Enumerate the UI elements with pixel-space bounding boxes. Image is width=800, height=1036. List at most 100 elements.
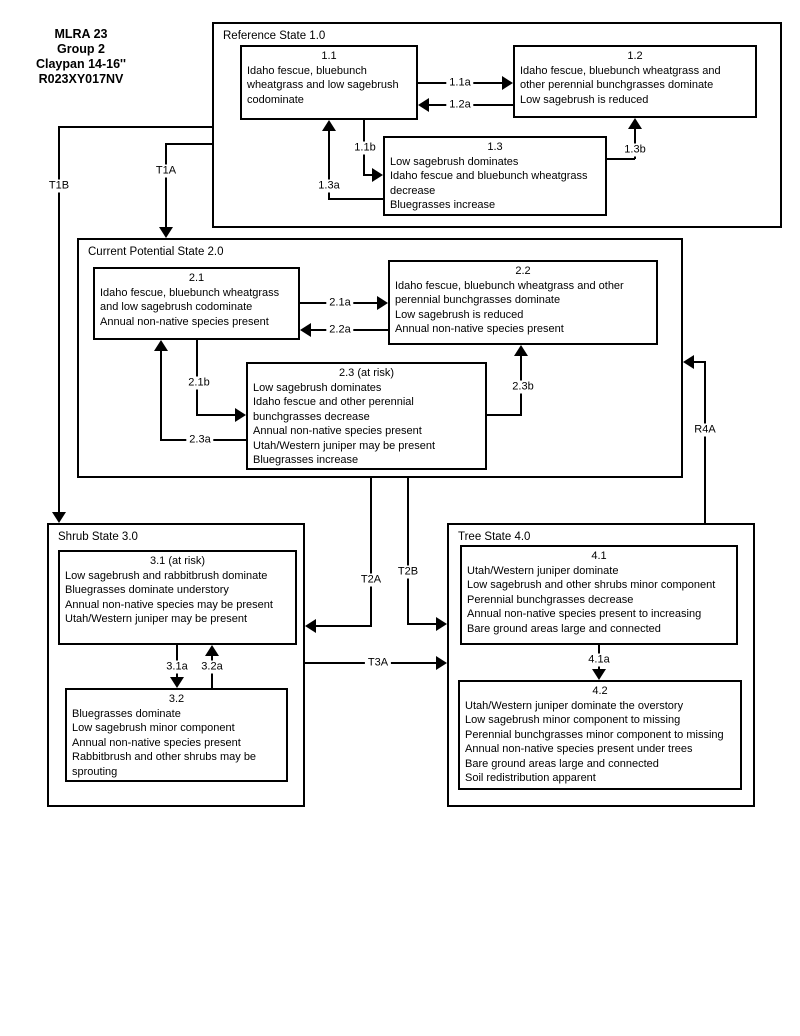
text-line: Low sagebrush dominates: [390, 155, 519, 168]
text-line: R023XY017NV: [38, 72, 124, 86]
community-text-2-2: Idaho fescue, bluebunch wheatgrass and o…: [395, 279, 651, 337]
text-line: wheatgrass and low sagebrush: [247, 79, 399, 91]
pathway-1-1b-arrowhead: [372, 168, 383, 182]
community-text-1-1: Idaho fescue, bluebunch wheatgrass and lo…: [247, 64, 411, 108]
text-line: Low sagebrush dominates: [253, 381, 382, 394]
text-line: Idaho fescue, bluebunch wheatgrass: [100, 286, 280, 299]
text-line: MLRA 23: [54, 27, 108, 41]
text-line: Annual non-native species present: [253, 425, 422, 437]
transition-t1b-arrowhead: [52, 512, 66, 523]
text-line: other perennial bunchgrasses dominate: [520, 79, 714, 91]
pathway-2-3a-arrowhead: [154, 340, 168, 351]
text-line: decrease: [390, 184, 436, 197]
pathway-2-3b-arrowhead: [514, 345, 528, 356]
text-line: Soil redistribution apparent: [465, 772, 596, 784]
text-line: Low sagebrush minor component to missing: [465, 714, 681, 726]
text-line: Rabbitbrush and other shrubs may be: [72, 751, 257, 763]
text-line: Annual non-native species present: [72, 736, 241, 749]
community-id-2-1: 2.1: [188, 272, 205, 284]
transition-t1a-line-v: [165, 143, 167, 227]
transition-t2b-label: T2B: [394, 565, 422, 579]
pathway-2-3a-line-v: [160, 350, 162, 440]
text-line: Idaho fescue, bluebunch: [247, 64, 367, 77]
text-line: Bluegrasses increase: [253, 454, 359, 466]
community-text-4-2: Utah/Western juniper dominate the overst…: [465, 699, 735, 786]
text-line: Group 2: [57, 42, 105, 56]
text-line: Idaho fescue and other perennial: [253, 396, 414, 408]
transition-t2a-line-h: [314, 625, 371, 627]
pathway-3-1a-label: 3.1a: [163, 660, 191, 674]
community-box-4-2: 4.2 Utah/Western juniper dominate the ov…: [458, 680, 742, 790]
community-id-4-1: 4.1: [591, 550, 607, 562]
community-box-2-2: 2.2 Idaho fescue, bluebunch wheatgrass a…: [388, 260, 658, 345]
pathway-4-1a-label: 4.1a: [585, 653, 613, 667]
pathway-2-1a-arrowhead: [377, 296, 388, 310]
state-title-tree-4-0: Tree State 4.0: [458, 531, 531, 543]
pathway-1-3a-line-v: [328, 130, 330, 199]
restoration-r4a-line-h: [692, 361, 705, 363]
text-line: Idaho fescue, bluebunch wheatgrass and: [520, 64, 721, 77]
text-line: Utah/Western juniper dominate: [467, 564, 619, 577]
pathway-1-2a-label: 1.2a: [446, 98, 474, 112]
transition-t2b-line-v: [407, 478, 409, 625]
community-text-1-2: Idaho fescue, bluebunch wheatgrass and ot…: [520, 64, 750, 108]
pathway-2-3b-label: 2.3b: [509, 380, 537, 394]
text-line: Claypan 14-16'': [35, 57, 126, 71]
text-line: Annual non-native species present under …: [465, 743, 693, 755]
pathway-1-3b-arrowhead: [628, 118, 642, 129]
transition-t2a-label: T2A: [357, 573, 385, 587]
transition-t1b-label: T1B: [45, 179, 73, 193]
transition-t3a-arrowhead: [436, 656, 447, 670]
text-line: Utah/Western juniper dominate the overst…: [465, 699, 684, 712]
pathway-3-2a-label: 3.2a: [198, 660, 226, 674]
pathway-2-1b-arrowhead: [235, 408, 246, 422]
restoration-r4a-arrowhead: [683, 355, 694, 369]
pathway-1-1a-arrowhead: [502, 76, 513, 90]
pathway-1-3a-label: 1.3a: [315, 179, 343, 193]
text-line: Annual non-native species may be present: [65, 598, 273, 611]
community-id-1-2: 1.2: [627, 50, 643, 62]
text-line: Utah/Western juniper may be present: [65, 613, 247, 625]
text-line: Low sagebrush minor component: [72, 722, 235, 734]
text-line: Annual non-native species present: [395, 323, 564, 335]
text-line: Idaho fescue and bluebunch wheatgrass: [390, 170, 588, 182]
text-line: sprouting: [72, 765, 118, 778]
pathway-2-3b-line-h: [487, 414, 521, 416]
text-line: bunchgrasses decrease: [253, 410, 370, 423]
pathway-2-1b-line-h: [196, 414, 235, 416]
pathway-1-3a-arrowhead: [322, 120, 336, 131]
transition-t1a-arrowhead: [159, 227, 173, 238]
text-line: Perennial bunchgrasses minor component t…: [465, 728, 724, 741]
state-title-reference-1-0: Reference State 1.0: [223, 30, 326, 42]
pathway-1-1a-label: 1.1a: [446, 76, 474, 90]
restoration-r4a-line-v: [704, 361, 706, 523]
pathway-1-3b-line-h: [607, 158, 635, 160]
pathway-2-1b-label: 2.1b: [185, 376, 213, 390]
community-box-2-1: 2.1 Idaho fescue, bluebunch wheatgrass an…: [93, 267, 300, 340]
text-line: Bluegrasses dominate: [72, 707, 181, 720]
pathway-1-3b-label: 1.3b: [621, 143, 649, 157]
community-id-2-3: 2.3 (at risk): [338, 367, 394, 379]
community-box-1-2: 1.2 Idaho fescue, bluebunch wheatgrass a…: [513, 45, 757, 118]
community-id-4-2: 4.2: [592, 685, 608, 697]
transition-t1a-line-h: [165, 143, 212, 145]
pathway-2-2a-label: 2.2a: [326, 323, 354, 337]
text-line: Low sagebrush and rabbitbrush dominate: [65, 569, 268, 582]
transition-t2a-line-v: [370, 478, 372, 627]
text-line: Bare ground areas large and connected: [465, 757, 659, 770]
pathway-1-1b-label: 1.1b: [351, 141, 379, 155]
transition-t2b-line-h: [407, 623, 437, 625]
text-line: Low sagebrush is reduced: [395, 308, 524, 321]
community-id-3-2: 3.2: [168, 693, 185, 705]
transition-t1b-line-v: [58, 126, 60, 514]
pathway-3-1a-arrowhead: [170, 677, 184, 688]
text-line: and low sagebrush codominate: [100, 301, 253, 313]
pathway-2-1a-label: 2.1a: [326, 296, 354, 310]
community-box-3-1: 3.1 (at risk) Low sagebrush and rabbitbr…: [58, 550, 297, 645]
